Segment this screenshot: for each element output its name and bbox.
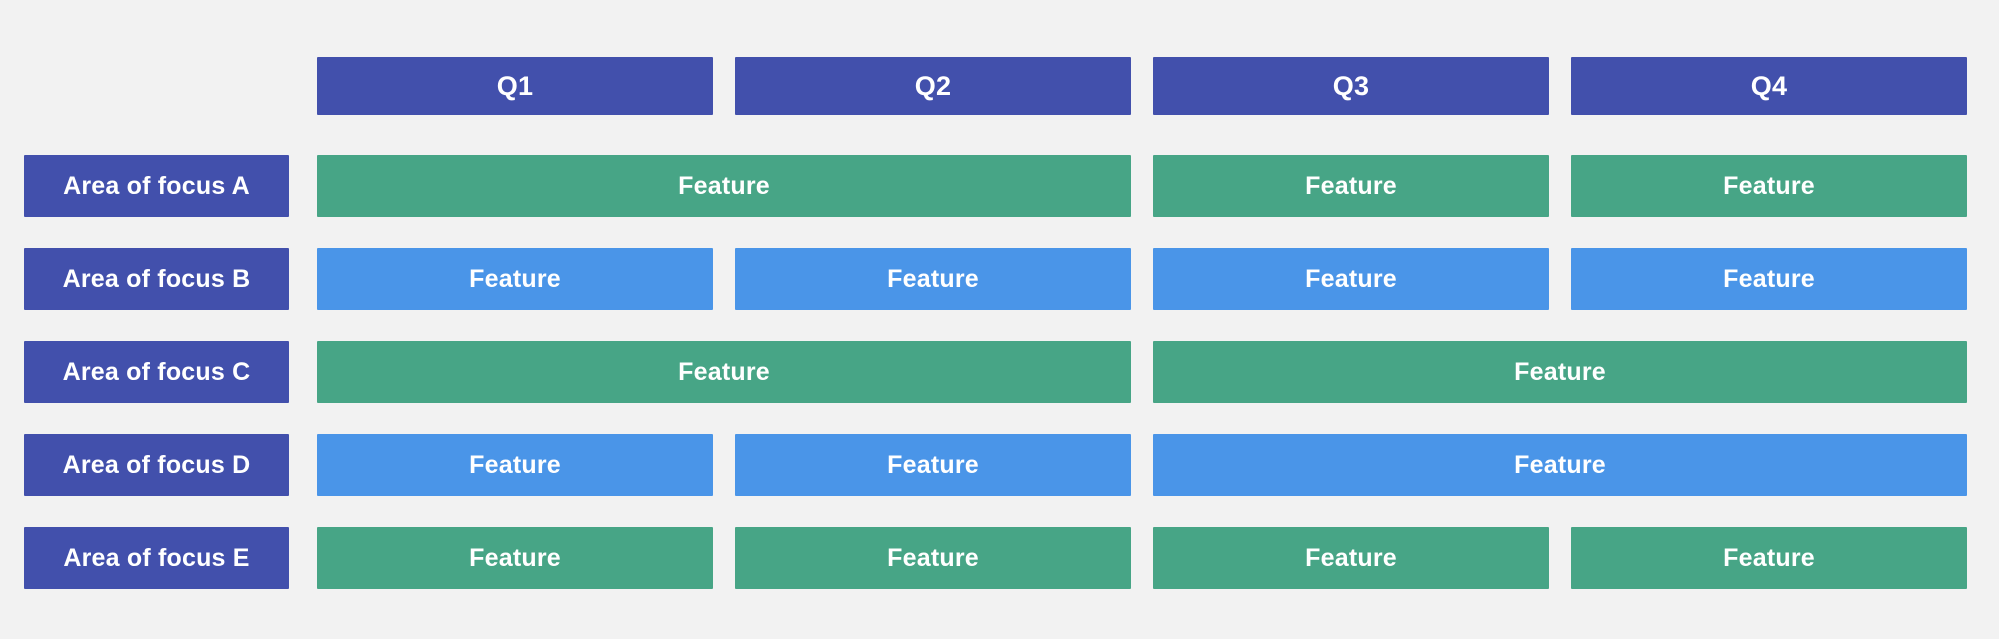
row-label-c: Area of focus C	[24, 341, 289, 403]
quarter-header-q1: Q1	[317, 57, 713, 115]
feature-bar[interactable]: Feature	[1153, 248, 1549, 310]
feature-bar[interactable]: Feature	[735, 434, 1131, 496]
feature-bar[interactable]: Feature	[317, 248, 713, 310]
row-label-b: Area of focus B	[24, 248, 289, 310]
row-label-a: Area of focus A	[24, 155, 289, 217]
feature-bar[interactable]: Feature	[1571, 248, 1967, 310]
feature-bar[interactable]: Feature	[1571, 527, 1967, 589]
feature-bar[interactable]: Feature	[1153, 434, 1967, 496]
feature-bar[interactable]: Feature	[735, 248, 1131, 310]
feature-bar[interactable]: Feature	[1571, 155, 1967, 217]
feature-bar[interactable]: Feature	[317, 527, 713, 589]
row-label-d: Area of focus D	[24, 434, 289, 496]
feature-bar[interactable]: Feature	[1153, 155, 1549, 217]
feature-bar[interactable]: Feature	[317, 155, 1131, 217]
quarter-header-q4: Q4	[1571, 57, 1967, 115]
feature-bar[interactable]: Feature	[317, 434, 713, 496]
quarter-header-q3: Q3	[1153, 57, 1549, 115]
feature-bar[interactable]: Feature	[1153, 527, 1549, 589]
feature-bar[interactable]: Feature	[317, 341, 1131, 403]
feature-bar[interactable]: Feature	[735, 527, 1131, 589]
quarter-header-q2: Q2	[735, 57, 1131, 115]
row-label-e: Area of focus E	[24, 527, 289, 589]
feature-bar[interactable]: Feature	[1153, 341, 1967, 403]
